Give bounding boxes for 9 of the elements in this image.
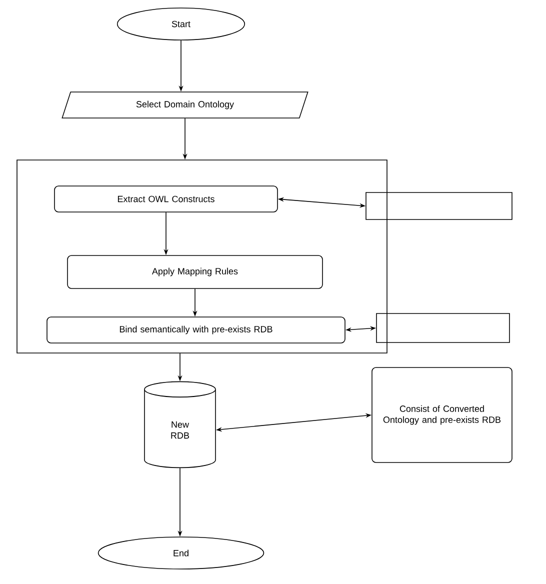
process-box: Bind semantically with pre-exists RDB <box>46 316 346 344</box>
input-parallelogram: Select Domain Ontology <box>62 92 308 118</box>
process-box <box>376 313 510 343</box>
process-box <box>16 160 388 354</box>
database-cylinder: New RDB <box>144 381 216 468</box>
process-box: Apply Mapping Rules <box>67 255 323 289</box>
process-box <box>366 192 512 220</box>
process-box: Consist of Converted Ontology and pre-exists RDB <box>372 367 512 463</box>
process-box: Extract OWL Constructs <box>54 186 278 212</box>
